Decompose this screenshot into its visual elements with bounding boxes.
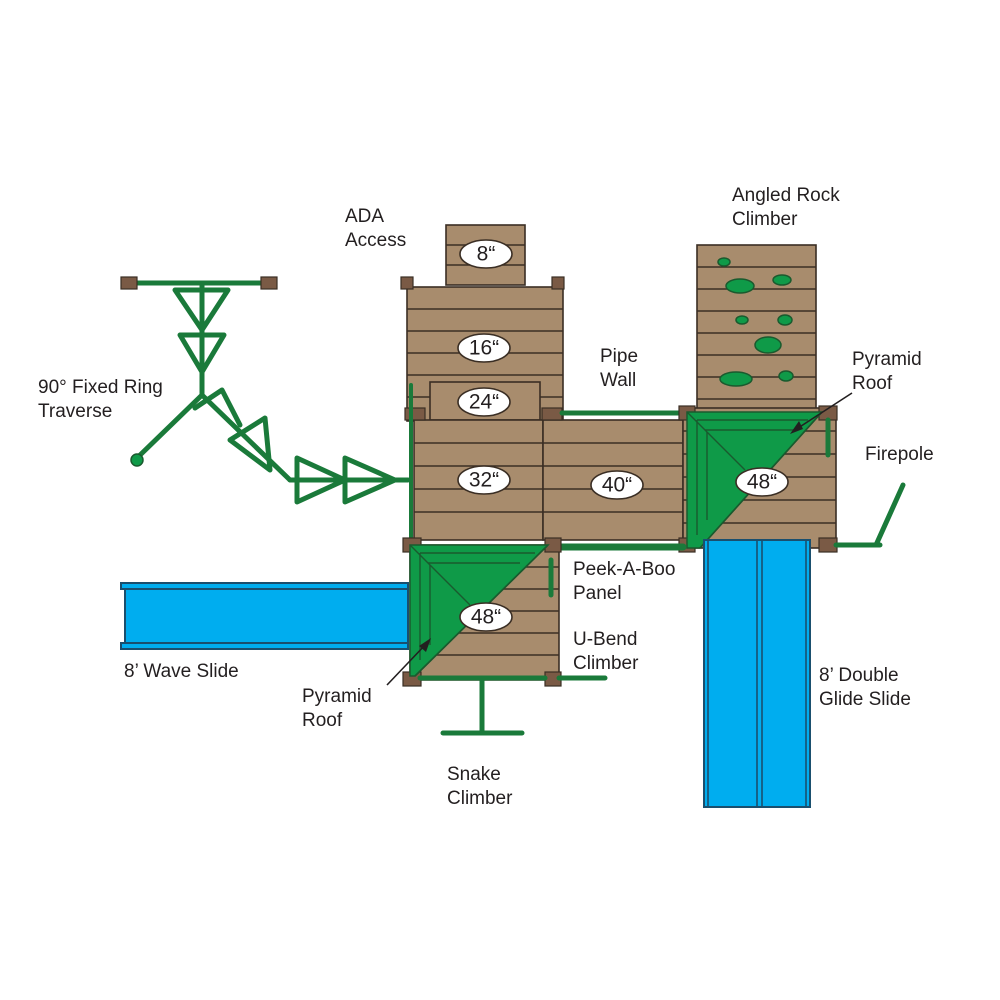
- height-badge-32: 32“: [457, 465, 511, 495]
- snake-climber: [417, 675, 548, 736]
- label-snake-climber: Snake Climber: [447, 764, 513, 809]
- svg-text:40“: 40“: [602, 474, 632, 497]
- svg-text:48“: 48“: [747, 471, 777, 494]
- label-pipe-wall: Pipe Wall: [600, 346, 639, 391]
- pointer-arrow-bottom: [386, 642, 428, 686]
- pointer-arrow-top: [794, 392, 853, 431]
- svg-text:8“: 8“: [477, 243, 496, 266]
- height-badge-16: 16“: [457, 333, 511, 363]
- label-double-glide-slide: 8’ Double Glide Slide: [819, 665, 911, 710]
- height-badge-40: 40“: [590, 470, 644, 500]
- height-badge-24: 24“: [457, 387, 511, 417]
- double-glide-slide: [703, 539, 811, 808]
- svg-text:24“: 24“: [469, 391, 499, 414]
- height-badge-8: 8“: [459, 239, 513, 269]
- ring-traverse: [120, 276, 411, 505]
- label-wave-slide: 8’ Wave Slide: [124, 661, 239, 682]
- label-firepole: Firepole: [865, 444, 934, 465]
- label-pyramid-roof-bottom: Pyramid Roof: [302, 686, 372, 731]
- label-ring-traverse: 90° Fixed Ring Traverse: [38, 377, 163, 422]
- label-u-bend-climber: U-Bend Climber: [573, 629, 639, 674]
- height-badge-48-right: 48“: [735, 467, 789, 497]
- svg-text:32“: 32“: [469, 469, 499, 492]
- svg-text:16“: 16“: [469, 337, 499, 360]
- svg-text:48“: 48“: [471, 606, 501, 629]
- label-pyramid-roof-top: Pyramid Roof: [852, 349, 922, 394]
- label-angled-rock-climber: Angled Rock Climber: [732, 185, 840, 230]
- height-badge-48-left: 48“: [459, 602, 513, 632]
- label-ada-access: ADA Access: [345, 206, 407, 251]
- angled-rock-climber: [696, 244, 817, 411]
- wave-slide: [120, 582, 409, 650]
- label-peek-a-boo-panel: Peek-A-Boo Panel: [573, 559, 676, 604]
